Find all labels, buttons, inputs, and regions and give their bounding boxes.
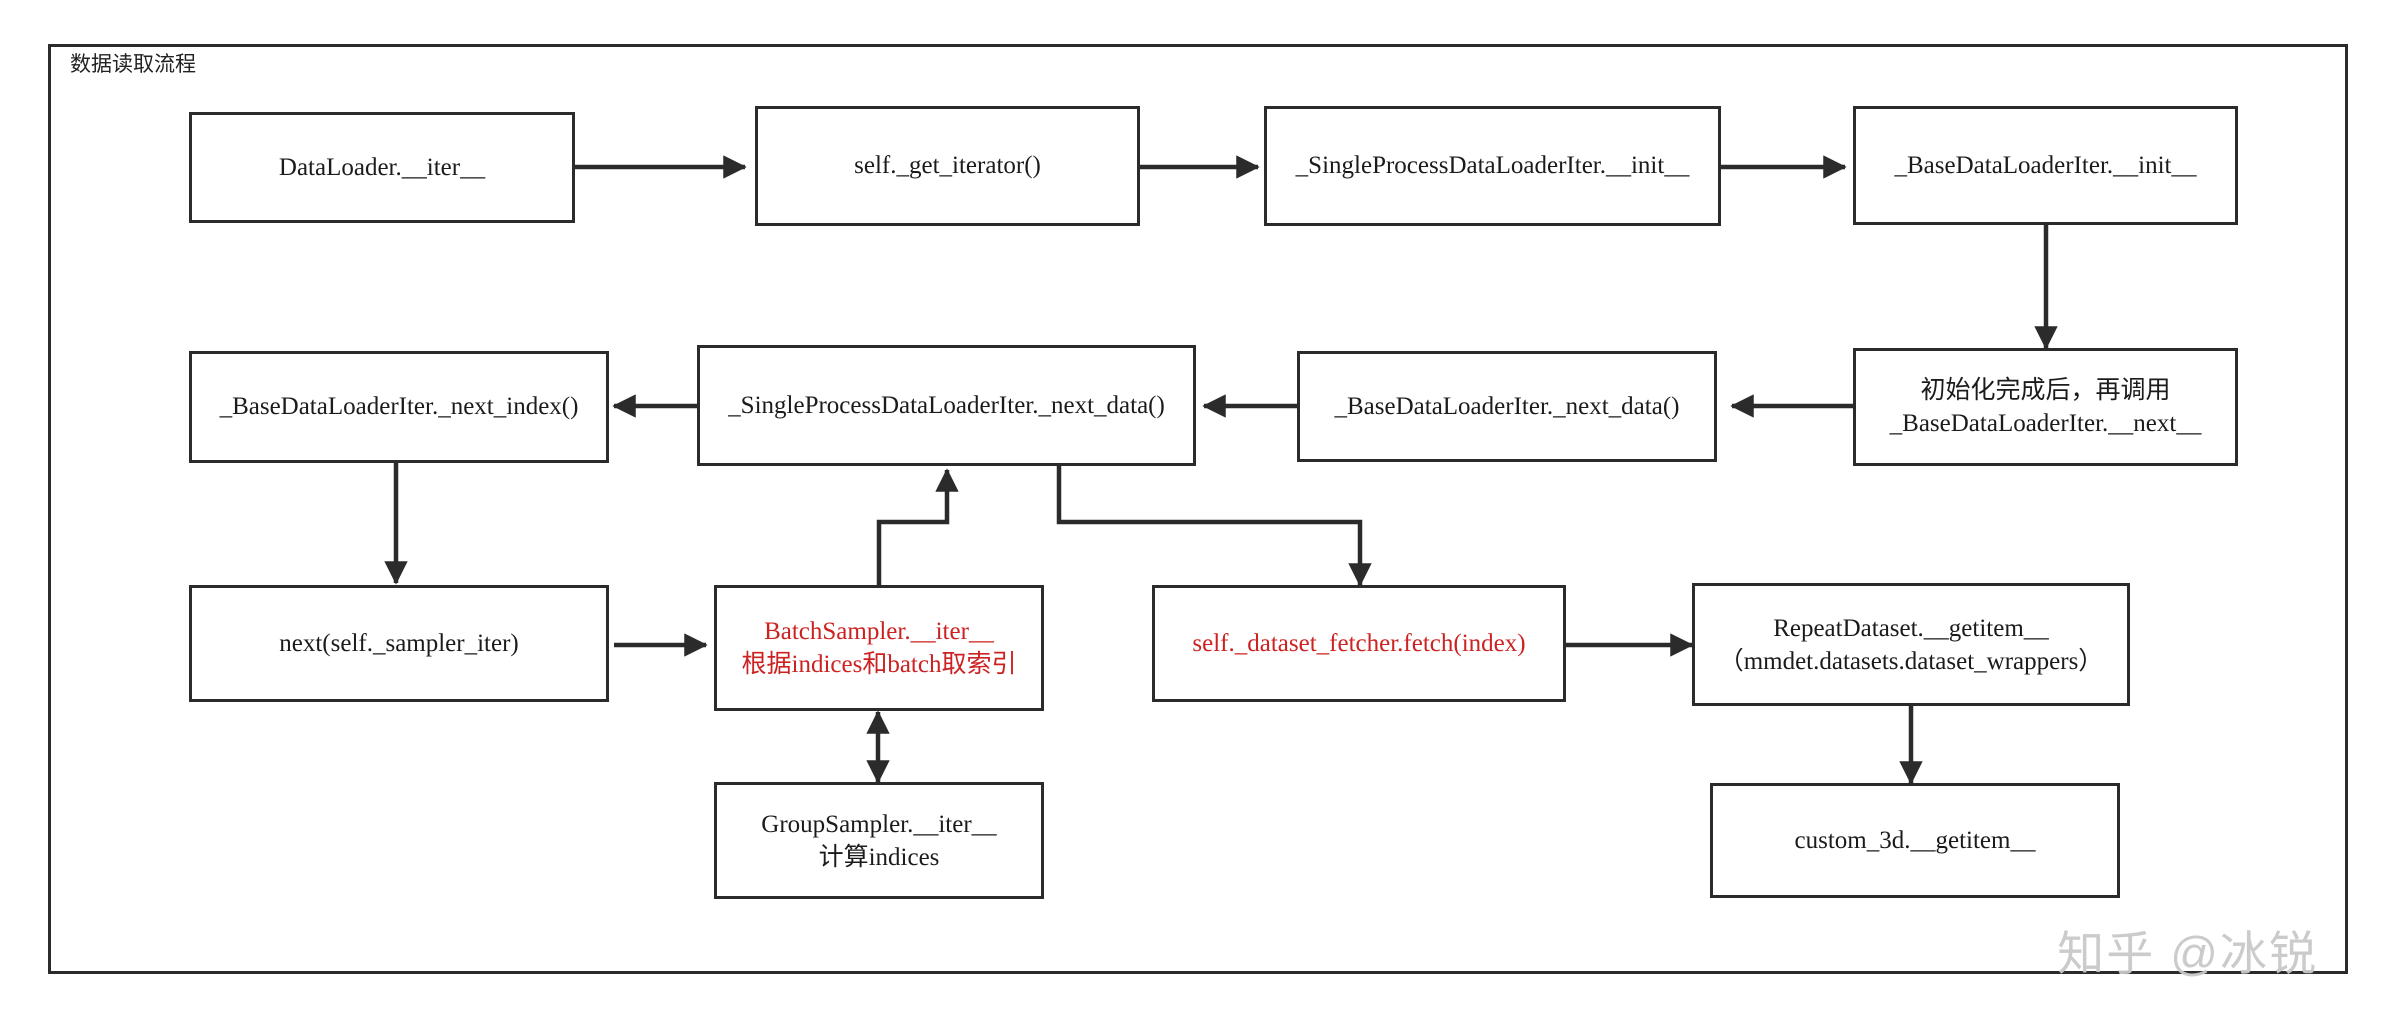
node-after-init-call-next[interactable]: 初始化完成后，再调用 _BaseDataLoaderIter.__next__ [1853,348,2238,466]
node-label: custom_3d.__getitem__ [1794,826,2036,854]
node-label: _SingleProcessDataLoaderIter._next_data(… [728,391,1165,419]
node-label: self._dataset_fetcher.fetch(index) [1192,629,1526,657]
node-singleprocess-init[interactable]: _SingleProcessDataLoaderIter.__init__ [1264,106,1721,226]
node-repeat-dataset-getitem[interactable]: RepeatDataset.__getitem__ （mmdet.dataset… [1692,583,2130,706]
node-next-sampler-iter[interactable]: next(self._sampler_iter) [189,585,609,702]
node-label-line-2: （mmdet.datasets.dataset_wrappers） [1718,647,2104,675]
node-self-get-iterator[interactable]: self._get_iterator() [755,106,1140,226]
node-label: _BaseDataLoaderIter._next_data() [1334,392,1680,420]
node-dataloader-iter[interactable]: DataLoader.__iter__ [189,112,575,223]
node-label-line-1: RepeatDataset.__getitem__ [1773,614,2049,642]
node-label-line-2: _BaseDataLoaderIter.__next__ [1889,410,2202,437]
node-label: DataLoader.__iter__ [278,153,486,181]
node-label-line-2: 根据indices和batch取索引 [741,651,1017,678]
node-label-line-1: 初始化完成后，再调用 [1920,377,2171,404]
diagram-title: 数据读取流程 [62,52,206,78]
node-label-line-1: GroupSampler.__iter__ [761,810,997,838]
node-label: _BaseDataLoaderIter._next_index() [219,393,579,420]
node-batch-sampler-iter[interactable]: BatchSampler.__iter__ 根据indices和batch取索引 [714,585,1044,711]
node-singleprocess-next-data[interactable]: _SingleProcessDataLoaderIter._next_data(… [697,345,1196,466]
node-label: self._get_iterator() [854,152,1041,179]
node-label: _SingleProcessDataLoaderIter.__init__ [1295,152,1690,179]
node-label-line-1: BatchSampler.__iter__ [764,618,994,645]
node-custom-3d-getitem[interactable]: custom_3d.__getitem__ [1710,783,2120,898]
node-label: next(self._sampler_iter) [279,629,519,657]
node-base-init[interactable]: _BaseDataLoaderIter.__init__ [1853,106,2238,225]
node-label: _BaseDataLoaderIter.__init__ [1894,151,2197,179]
node-group-sampler-iter[interactable]: GroupSampler.__iter__ 计算indices [714,782,1044,899]
node-dataset-fetcher-fetch[interactable]: self._dataset_fetcher.fetch(index) [1152,585,1566,702]
node-base-next-data[interactable]: _BaseDataLoaderIter._next_data() [1297,351,1717,462]
watermark: 知乎 @冰锐 [2057,927,2318,980]
node-base-next-index[interactable]: _BaseDataLoaderIter._next_index() [189,351,609,463]
diagram-frame [48,44,2348,974]
node-label-line-2: 计算indices [818,843,940,871]
